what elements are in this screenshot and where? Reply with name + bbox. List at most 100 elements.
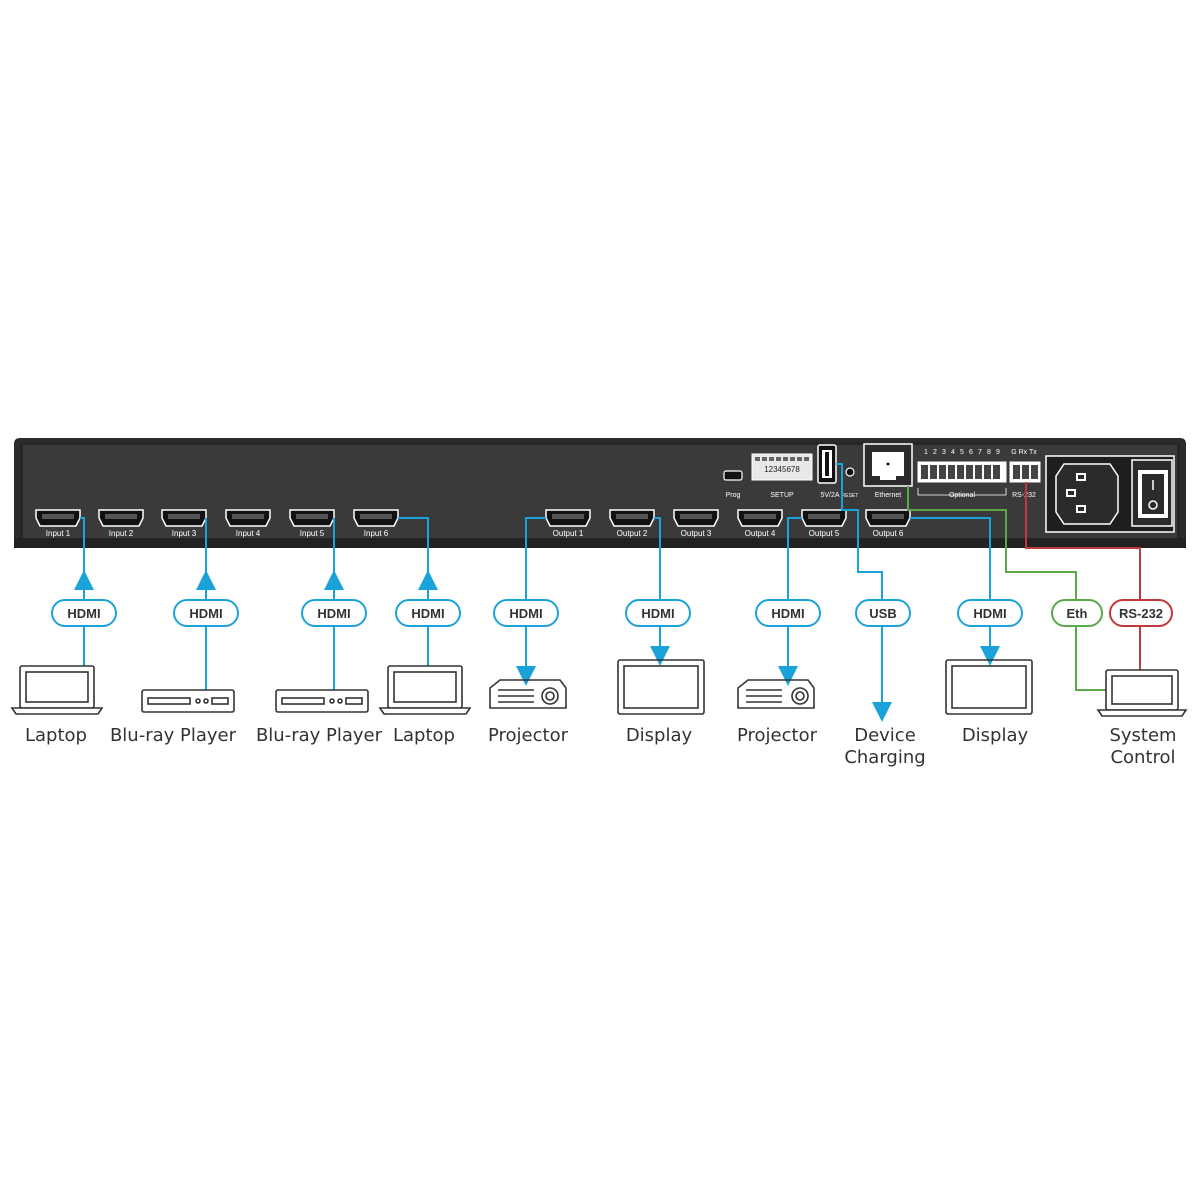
output-1-label: Output 1	[553, 529, 584, 538]
hdmi-input-5-port[interactable]: Input 5	[289, 509, 335, 538]
rs232-terminal[interactable]: G Rx Tx RS-232	[1009, 449, 1041, 499]
pill-hdmi-out6: HDMI	[957, 599, 1023, 627]
input-4-label: Input 4	[236, 529, 261, 538]
control-section: Prog 12345678 SETUP 5V/2A RESET	[723, 443, 1175, 533]
output-4-label: Output 4	[745, 529, 776, 538]
terminal-numbers: 1 2 3 4 5 6 7 8 9	[924, 449, 1000, 456]
device-label-output-6: Display	[962, 725, 1029, 746]
hdmi-output-4-port[interactable]: Output 4	[737, 509, 783, 538]
power-socket-icon	[1055, 463, 1119, 525]
input-1-label: Input 1	[46, 529, 71, 538]
pill-hdmi-5-label: HDMI	[317, 606, 350, 621]
output-6-label: Output 6	[873, 529, 904, 538]
display-icon	[617, 659, 705, 715]
projector-icon	[489, 679, 567, 709]
output-2-label: Output 2	[617, 529, 648, 538]
reset-button[interactable]: RESET	[842, 467, 859, 499]
pill-hdmi-3: HDMI	[173, 599, 239, 627]
hdmi-input-6-port[interactable]: Input 6	[353, 509, 399, 538]
pill-hdmi-out1: HDMI	[493, 599, 559, 627]
usb-power-label: 5V/2A	[820, 492, 839, 499]
pill-rs232: RS-232	[1109, 599, 1173, 627]
pill-hdmi-out2-label: HDMI	[641, 606, 674, 621]
pill-hdmi-1: HDMI	[51, 599, 117, 627]
pill-hdmi-out2: HDMI	[625, 599, 691, 627]
optional-label: Optional	[949, 492, 976, 499]
rs232-pins-label: G Rx Tx	[1011, 449, 1037, 456]
device-label-output-4: Projector	[737, 725, 818, 746]
hdmi-input-1-port[interactable]: Input 1	[35, 509, 81, 538]
reset-label: RESET	[842, 493, 859, 499]
power-section	[1045, 455, 1175, 533]
prog-label: Prog	[726, 492, 741, 499]
pill-hdmi-out4: HDMI	[755, 599, 821, 627]
optional-terminal-block[interactable]: 1 2 3 4 5 6 7 8 9 Optional	[917, 449, 1007, 499]
device-label-input-3: Blu-ray Player	[110, 725, 237, 746]
terminal-number-3: 3	[942, 449, 946, 456]
devices	[10, 659, 1188, 717]
terminal-number-1: 1	[924, 449, 928, 456]
dip-numbers: 12345678	[764, 465, 800, 474]
hdmi-output-1-port[interactable]: Output 1	[545, 509, 591, 538]
cable-usb	[836, 463, 892, 722]
hdmi-input-2-port[interactable]: Input 2	[98, 509, 144, 538]
device-label-usb-line2: Charging	[844, 747, 925, 768]
cable-input-6-top	[398, 517, 429, 576]
output-5-label: Output 5	[809, 529, 840, 538]
device-labels: Laptop Blu-ray Player Blu-ray Player Lap…	[25, 725, 1177, 768]
pill-hdmi-3-label: HDMI	[189, 606, 222, 621]
laptop-icon	[1096, 669, 1188, 717]
input-5-label: Input 5	[300, 529, 325, 538]
usb-charging-port[interactable]: 5V/2A	[817, 444, 840, 499]
terminal-number-2: 2	[933, 449, 937, 456]
ethernet-label: Ethernet	[875, 492, 902, 499]
setup-label: SETUP	[770, 492, 794, 499]
bluray-player-icon	[141, 689, 235, 713]
laptop-icon	[378, 665, 472, 715]
device-label-control-line1: System	[1109, 725, 1176, 746]
pill-usb: USB	[855, 599, 911, 627]
power-switch[interactable]	[1131, 459, 1173, 527]
device-label-input-1: Laptop	[25, 725, 87, 746]
terminal-number-8: 8	[987, 449, 991, 456]
ethernet-port[interactable]: Ethernet	[863, 443, 913, 499]
cable-ethernet	[907, 486, 1108, 691]
rs232-port-label: RS-232	[1012, 492, 1036, 499]
pill-hdmi-5: HDMI	[301, 599, 367, 627]
hdmi-input-ports: Input 1 Input 2 Input 3 Input 4 Input 5 …	[35, 509, 399, 538]
cable-labels: HDMI HDMI HDMI HDMI HDMI HDMI HDMI USB	[51, 599, 1173, 627]
laptop-icon	[10, 665, 104, 715]
device-label-control-line2: Control	[1110, 747, 1175, 768]
device-label-output-1: Projector	[488, 725, 569, 746]
pill-usb-label: USB	[869, 606, 896, 621]
pill-hdmi-6-label: HDMI	[411, 606, 444, 621]
hdmi-input-3-port[interactable]: Input 3	[161, 509, 207, 538]
pill-hdmi-1-label: HDMI	[67, 606, 100, 621]
pill-hdmi-out6-label: HDMI	[973, 606, 1006, 621]
input-3-label: Input 3	[172, 529, 197, 538]
hdmi-input-4-port[interactable]: Input 4	[225, 509, 271, 538]
prog-port[interactable]: Prog	[723, 470, 743, 499]
hdmi-output-2-port[interactable]: Output 2	[609, 509, 655, 538]
display-icon	[945, 659, 1033, 715]
terminal-number-6: 6	[969, 449, 973, 456]
pill-eth-label: Eth	[1067, 606, 1088, 621]
device-label-input-6: Laptop	[393, 725, 455, 746]
pill-hdmi-out1-label: HDMI	[509, 606, 542, 621]
setup-dip-switch[interactable]: 12345678 SETUP	[751, 453, 813, 499]
terminal-number-9: 9	[996, 449, 1000, 456]
pill-rs232-label: RS-232	[1119, 606, 1163, 621]
terminal-number-7: 7	[978, 449, 982, 456]
bluray-player-icon	[275, 689, 369, 713]
pill-hdmi-out4-label: HDMI	[771, 606, 804, 621]
input-2-label: Input 2	[109, 529, 134, 538]
terminal-number-5: 5	[960, 449, 964, 456]
hdmi-output-ports: Output 1 Output 2 Output 3 Output 4 Outp…	[545, 509, 911, 538]
hdmi-output-3-port[interactable]: Output 3	[673, 509, 719, 538]
device-label-usb-line1: Device	[854, 725, 916, 746]
projector-icon	[737, 679, 815, 709]
terminal-number-4: 4	[951, 449, 955, 456]
device-label-input-5: Blu-ray Player	[256, 725, 383, 746]
device-label-output-2: Display	[626, 725, 693, 746]
